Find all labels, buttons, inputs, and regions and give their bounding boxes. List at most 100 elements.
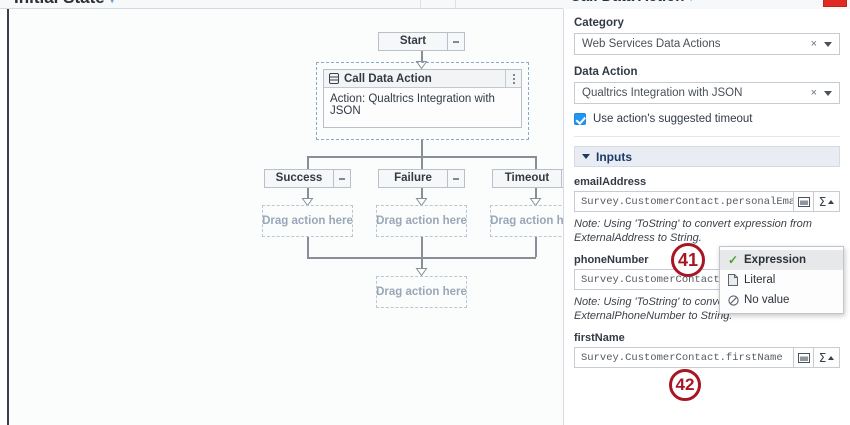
node-menu-icon-timeout[interactable] <box>561 170 563 187</box>
expand-editor-icon-firstName[interactable] <box>794 347 814 368</box>
flow-node-call-data-action[interactable]: Call Data Action Action: Qualtrics Integ… <box>323 69 522 128</box>
dropzone-merge[interactable]: Drag action here <box>376 276 467 308</box>
data-action-select[interactable]: Qualtrics Integration with JSON × <box>574 82 840 104</box>
no-value-icon <box>728 294 744 306</box>
menu-item-label: Expression <box>744 254 806 266</box>
arrow-icon-failure <box>415 198 428 207</box>
input-label-phoneNumber: phoneNumber <box>574 254 649 266</box>
caret-up-icon <box>828 355 835 360</box>
inputs-section-header[interactable]: Inputs <box>574 146 840 167</box>
input-value-firstName[interactable]: Survey.CustomerContact.firstName <box>574 347 794 368</box>
connector-start-to-action <box>421 51 423 65</box>
chevron-down-icon-category[interactable] <box>824 41 832 47</box>
expression-toggle-emailAddress[interactable]: Σ <box>814 191 840 212</box>
flow-node-start[interactable]: Start <box>378 32 465 51</box>
input-note-emailAddress: Note: Using 'ToString' to convert expres… <box>574 218 812 244</box>
app-header-strip: Initial State ▾ ☰ ← Return to overview <box>0 0 850 9</box>
input-label-firstName: firstName <box>574 332 625 344</box>
dropzone-label: Drag action here <box>376 215 467 227</box>
return-to-overview-button[interactable]: ← Return to overview <box>462 0 568 1</box>
flow-canvas[interactable]: Start Call Data Action Action: Qualtrics… <box>0 9 563 425</box>
action-config-panel: Category Web Services Data Actions × Dat… <box>563 9 850 425</box>
panel-header-strip: Call Data Action ▾ × <box>563 0 850 9</box>
connector-action-to-split <box>421 140 423 156</box>
check-icon: ✓ <box>728 253 739 267</box>
suggested-timeout-checkbox[interactable] <box>574 113 586 125</box>
collapse-triangle-icon[interactable] <box>582 154 590 159</box>
canvas-left-rail <box>7 9 9 425</box>
close-button[interactable]: × <box>823 0 847 7</box>
dropzone-label: Drag action here <box>490 215 563 227</box>
connector-split-timeout <box>535 156 537 169</box>
chevron-down-icon-panel[interactable]: ▾ <box>689 0 694 4</box>
suggested-timeout-label: Use action's suggested timeout <box>593 113 753 125</box>
toolbar-divider-2 <box>455 0 456 9</box>
input-label-emailAddress: emailAddress <box>574 176 647 188</box>
dropzone-success[interactable]: Drag action here <box>262 205 353 237</box>
data-action-value: Qualtrics Integration with JSON <box>582 87 743 99</box>
input-value-emailAddress[interactable]: Survey.CustomerContact.personalEma <box>574 191 794 212</box>
menu-item-no-value[interactable]: No value <box>720 290 843 310</box>
canvas-left-margin <box>0 9 7 425</box>
connector-failure-merge <box>421 237 423 257</box>
connector-split-failure <box>421 156 423 169</box>
caret-up-icon <box>828 199 835 204</box>
menu-item-label: No value <box>744 294 790 306</box>
expression-toggle-firstName[interactable]: Σ <box>814 347 840 368</box>
sigma-icon: Σ <box>818 350 827 365</box>
menu-item-expression[interactable]: ✓ Expression <box>720 250 843 270</box>
chevron-down-icon[interactable]: ▾ <box>109 0 115 6</box>
dropzone-label: Drag action here <box>262 215 353 227</box>
card-menu-icon[interactable] <box>505 69 521 88</box>
connector-merge-down <box>421 257 423 272</box>
category-value: Web Services Data Actions <box>582 38 721 50</box>
data-action-label: Data Action <box>574 66 638 78</box>
dropzone-label: Drag action here <box>376 286 467 298</box>
toolbar-misc-icon[interactable]: ☰ <box>428 0 438 2</box>
menu-item-literal[interactable]: Literal <box>720 270 843 290</box>
document-icon <box>728 274 744 286</box>
menu-item-label: Literal <box>744 274 776 286</box>
node-menu-icon[interactable] <box>447 33 464 50</box>
panel-divider <box>574 136 840 137</box>
close-icon: × <box>831 0 839 3</box>
card-header: Call Data Action <box>324 69 521 88</box>
connector-timeout-to-drop <box>535 188 537 201</box>
flow-title: Initial State ▾ <box>14 0 115 8</box>
input-row-emailAddress[interactable]: Survey.CustomerContact.personalEma Σ <box>574 191 840 212</box>
value-type-menu[interactable]: ✓ Expression Literal No value <box>719 246 844 314</box>
input-row-firstName[interactable]: Survey.CustomerContact.firstName Σ <box>574 347 840 368</box>
flow-node-failure[interactable]: Failure <box>378 169 465 188</box>
category-label: Category <box>574 17 624 29</box>
inputs-section-label: Inputs <box>596 149 632 164</box>
arrow-icon-merge <box>415 268 428 277</box>
toolbar-divider <box>420 0 421 9</box>
annotation-badge-42: 42 <box>669 369 701 401</box>
panel-title: Call Data Action ▾ <box>570 0 694 5</box>
node-menu-icon-success[interactable] <box>333 170 350 187</box>
clear-icon-category[interactable]: × <box>810 38 817 50</box>
sigma-icon: Σ <box>818 194 827 209</box>
node-menu-icon-failure[interactable] <box>447 170 464 187</box>
arrow-icon-1 <box>415 61 428 70</box>
expand-editor-icon-emailAddress[interactable] <box>794 191 814 212</box>
connector-failure-to-drop <box>421 188 423 201</box>
database-icon <box>329 73 339 84</box>
flow-node-success[interactable]: Success <box>264 169 351 188</box>
connector-success-merge <box>307 237 309 257</box>
flow-group-outline <box>316 62 529 140</box>
clear-icon-data-action[interactable]: × <box>810 87 817 99</box>
suggested-timeout-row[interactable]: Use action's suggested timeout <box>574 113 840 125</box>
header-bottom-rule <box>0 8 850 9</box>
connector-timeout-merge <box>535 237 537 257</box>
card-title: Call Data Action <box>344 72 432 85</box>
card-body-text: Action: Qualtrics Integration with JSON <box>330 93 495 117</box>
arrow-icon-success <box>301 198 314 207</box>
chevron-down-icon-data-action[interactable] <box>824 90 832 96</box>
connector-success-to-drop <box>307 188 309 201</box>
flow-node-timeout[interactable]: Timeout <box>492 169 563 188</box>
connector-split-success <box>307 156 309 169</box>
category-select[interactable]: Web Services Data Actions × <box>574 33 840 55</box>
dropzone-failure[interactable]: Drag action here <box>376 205 467 237</box>
dropzone-timeout[interactable]: Drag action here <box>490 205 563 237</box>
